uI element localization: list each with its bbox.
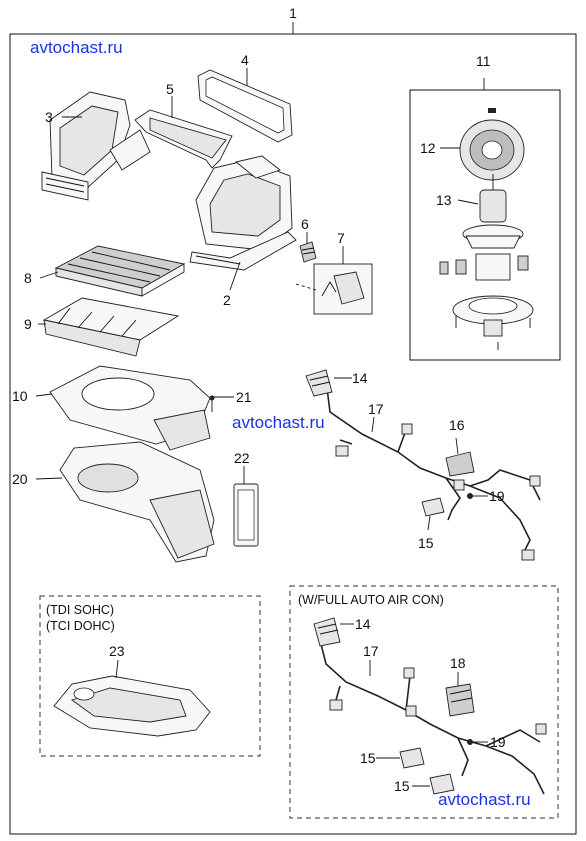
part-15-sensor-auto-a [399, 747, 425, 769]
part-17-wiring-harness [325, 379, 541, 561]
callout-15: 15 [418, 535, 434, 551]
callout-3: 3 [45, 109, 53, 125]
part-10-lower-case [49, 365, 211, 451]
part-20-blower-case [59, 441, 215, 563]
part-14-connector [305, 369, 333, 397]
part-5-duct-frame [134, 109, 233, 169]
engine-variant-line1: (TDI SOHC) [46, 603, 114, 617]
callout-7: 7 [337, 230, 345, 246]
callout-11: 11 [476, 53, 491, 69]
engine-variant-box [39, 595, 261, 757]
part-17-wiring-harness-auto [319, 639, 547, 795]
callout-21: 21 [236, 389, 252, 405]
part-7-actuator [295, 263, 373, 315]
callout-18: 18 [450, 655, 466, 671]
auto-aircon-label: (W/FULL AUTO AIR CON) [298, 593, 444, 607]
part-3-intake-duct [41, 91, 151, 201]
callout-20: 20 [12, 471, 28, 487]
part-19-clip [467, 493, 473, 499]
callout-15-auto-b: 15 [394, 778, 410, 794]
auto-aircon-box [289, 585, 559, 819]
callout-19-auto: 19 [490, 734, 506, 750]
engine-variant-line2: (TCI DOHC) [46, 619, 115, 633]
callout-14: 14 [352, 370, 368, 386]
callout-1: 1 [289, 5, 297, 21]
part-14-connector-auto [313, 617, 341, 647]
callout-17-auto: 17 [363, 643, 379, 659]
callout-22: 22 [234, 450, 250, 466]
callout-19: 19 [489, 488, 505, 504]
part-13-blower-motor [439, 174, 534, 350]
watermark-bottom: avtochast.ru [438, 790, 531, 809]
part-8-air-filter [54, 245, 186, 297]
callout-23: 23 [109, 643, 125, 659]
callout-17: 17 [368, 401, 384, 417]
callout-4: 4 [241, 52, 249, 68]
callout-16: 16 [449, 417, 465, 433]
callout-8: 8 [24, 270, 32, 286]
part-15-sensor-auto-b [429, 773, 455, 795]
assembly-frame [9, 33, 577, 835]
part-16-resistor [445, 451, 475, 477]
callout-14-auto: 14 [355, 616, 371, 632]
part-18-power-transistor [445, 683, 475, 717]
callout-9: 9 [24, 316, 32, 332]
callout-10: 10 [12, 388, 28, 404]
part-9-filter-cover [42, 297, 180, 357]
part-22-seal [233, 483, 259, 547]
callout-13: 13 [436, 192, 452, 208]
part-6-spring-clip [299, 241, 317, 263]
part-19-clip-auto [467, 739, 473, 745]
callout-5: 5 [166, 81, 174, 97]
part-2-heater-case [189, 155, 297, 271]
part-15-sensor [421, 497, 445, 517]
watermark-middle: avtochast.ru [232, 413, 325, 432]
part-21-screw [209, 395, 215, 412]
callout-2: 2 [223, 292, 231, 308]
part-23-lower-duct [53, 675, 211, 737]
callout-6: 6 [301, 216, 309, 232]
watermark-top: avtochast.ru [30, 38, 123, 57]
part-12-blower-fan [459, 108, 525, 181]
blower-motor-frame [409, 89, 561, 361]
callout-12: 12 [420, 140, 436, 156]
part-4-gasket [197, 69, 293, 143]
callout-15-auto-a: 15 [360, 750, 376, 766]
